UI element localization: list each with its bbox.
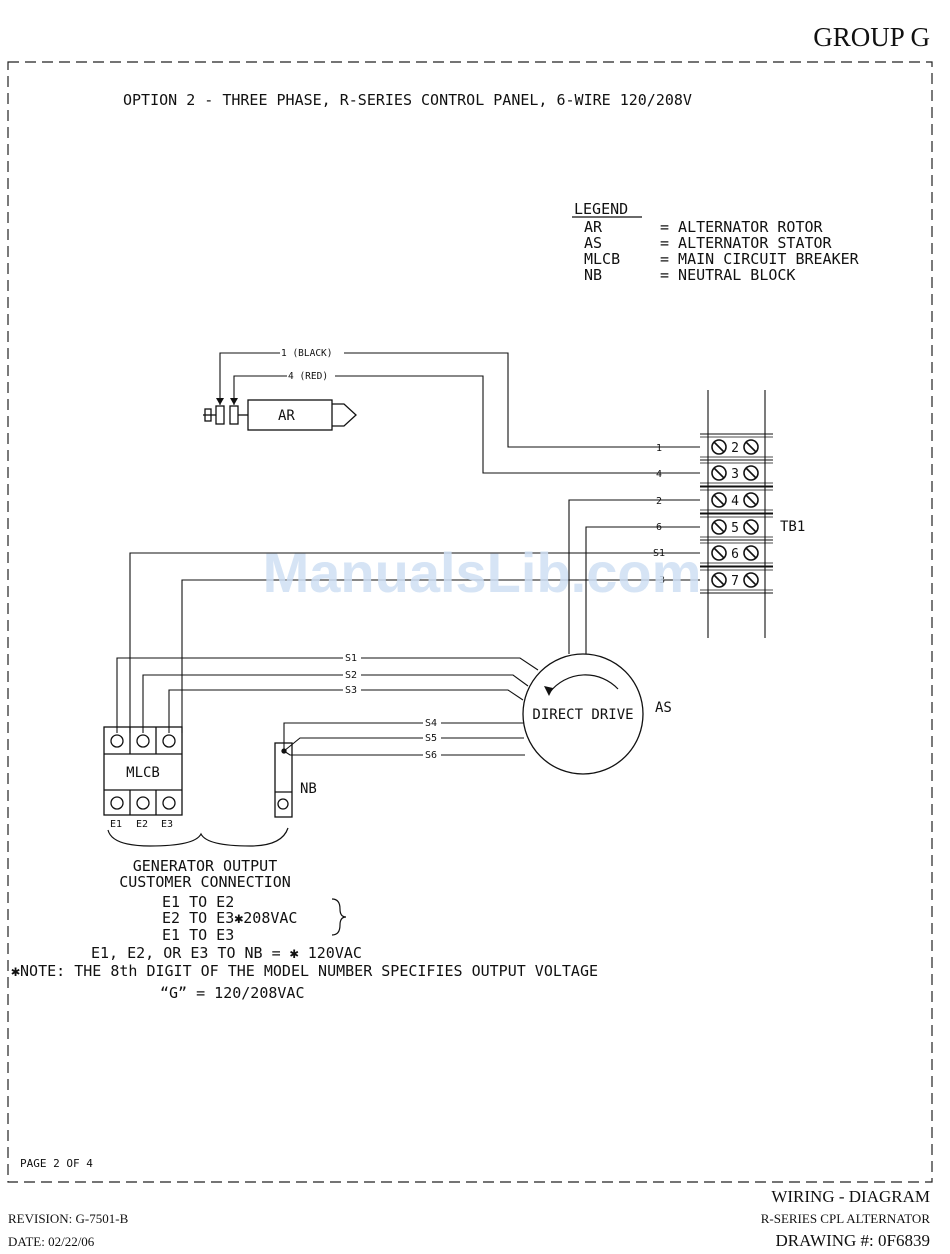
stator-lead-label: S4	[425, 718, 437, 729]
stator-leads-mlcb	[116, 657, 539, 733]
legend: LEGEND AR = ALTERNATOR ROTOR AS = ALTERN…	[572, 200, 860, 284]
terminal-row: 7	[700, 566, 773, 594]
terminal-screw	[743, 439, 759, 455]
output-title-2: CUSTOMER CONNECTION	[119, 873, 291, 891]
tb-wire-label: 2	[656, 496, 662, 507]
legend-heading: LEGEND	[574, 200, 628, 218]
wire-4-red	[233, 375, 700, 474]
terminal-row: 4	[700, 486, 773, 514]
note-line: E1 TO E2	[162, 893, 234, 911]
tb-wiring	[129, 499, 700, 733]
stator-center-text: DIRECT DRIVE	[532, 707, 633, 723]
wire-1-black	[219, 352, 700, 448]
terminal-screw	[743, 519, 759, 535]
date: DATE: 02/22/06	[8, 1234, 95, 1249]
group-label: GROUP G	[813, 22, 930, 52]
terminal-row: 3	[700, 459, 773, 487]
note-line: E1, E2, OR E3 TO NB = ✱ 120VAC	[91, 944, 362, 962]
legend-abbr: NB	[584, 266, 602, 284]
mlcb-output-label: E3	[161, 819, 173, 830]
output-notes: GENERATOR OUTPUT CUSTOMER CONNECTION E1 …	[11, 857, 598, 1002]
stator-lead-label: S6	[425, 750, 437, 761]
drawing-number: DRAWING #: 0F6839	[776, 1231, 930, 1250]
note-line: E2 TO E3✱208VAC	[162, 909, 297, 927]
legend-meaning: = MAIN CIRCUIT BREAKER	[660, 250, 860, 268]
terminal-screw	[711, 492, 727, 508]
stator-lead-label: S5	[425, 733, 437, 744]
output-title-1: GENERATOR OUTPUT	[133, 857, 278, 875]
doc-type: WIRING - DIAGRAM	[771, 1187, 930, 1206]
terminal-screw	[711, 439, 727, 455]
stator-lead-label: S2	[345, 670, 357, 681]
nb-label: NB	[300, 781, 317, 797]
drawing-border	[7, 61, 933, 1183]
stator-label: AS	[655, 700, 672, 716]
terminal-screw	[711, 465, 727, 481]
terminal-row: 6	[700, 539, 773, 567]
voltage-brace	[331, 898, 347, 936]
note-line: ✱NOTE: THE 8th DIGIT OF THE MODEL NUMBER…	[11, 962, 598, 980]
legend-meaning: = NEUTRAL BLOCK	[660, 266, 795, 284]
terminal-number: 6	[731, 547, 739, 562]
terminal-screw	[711, 545, 727, 561]
tb1-label: TB1	[780, 519, 805, 535]
stator-lead-label: S1	[345, 653, 357, 664]
terminal-screw	[711, 519, 727, 535]
terminal-row: 2	[700, 433, 773, 461]
legend-meaning: = ALTERNATOR STATOR	[660, 234, 833, 252]
footer: REVISION: G-7501-B DATE: 02/22/06 WIRING…	[8, 1187, 930, 1250]
wire-black-label: 1 (BLACK)	[281, 348, 332, 359]
alternator-rotor	[203, 399, 357, 431]
note-line: E1 TO E3	[162, 926, 234, 944]
mlcb-label: MLCB	[126, 765, 160, 781]
terminal-number: 7	[731, 574, 739, 589]
page-label: PAGE 2 OF 4	[20, 1157, 93, 1170]
terminal-screw	[743, 492, 759, 508]
product-name: R-SERIES CPL ALTERNATOR	[761, 1211, 931, 1226]
legend-abbr: AS	[584, 234, 602, 252]
neutral-block	[274, 742, 293, 818]
diagram-title: OPTION 2 - THREE PHASE, R-SERIES CONTROL…	[123, 91, 692, 109]
terminal-number: 2	[731, 441, 739, 456]
stator-lead-label: S3	[345, 685, 357, 696]
terminal-block-tb1: 2 3 4 5 6 7	[700, 390, 773, 638]
terminal-screw	[743, 465, 759, 481]
revision: REVISION: G-7501-B	[8, 1211, 129, 1226]
legend-meaning: = ALTERNATOR ROTOR	[660, 218, 824, 236]
terminal-number: 5	[731, 521, 739, 536]
note-line: “G” = 120/208VAC	[160, 984, 305, 1002]
terminal-screw	[711, 572, 727, 588]
output-brace	[107, 827, 289, 847]
terminal-number: 4	[731, 494, 739, 509]
legend-abbr: MLCB	[584, 250, 620, 268]
terminal-screw	[743, 572, 759, 588]
rotor-label: AR	[278, 408, 295, 424]
mlcb-output-label: E1	[110, 819, 122, 830]
tb-wire-label: 1	[656, 443, 662, 454]
main-circuit-breaker	[103, 726, 183, 816]
stator-leads-nb	[283, 722, 525, 756]
wire-red-label: 4 (RED)	[288, 371, 328, 382]
legend-abbr: AR	[584, 218, 603, 236]
terminal-row: 5	[700, 513, 773, 541]
mlcb-output-label: E2	[136, 819, 148, 830]
terminal-number: 3	[731, 467, 739, 482]
rotation-arrow	[549, 674, 619, 693]
tb-wire-label: 4	[656, 469, 662, 480]
watermark: ManualsLib.com	[263, 541, 702, 604]
terminal-screw	[743, 545, 759, 561]
